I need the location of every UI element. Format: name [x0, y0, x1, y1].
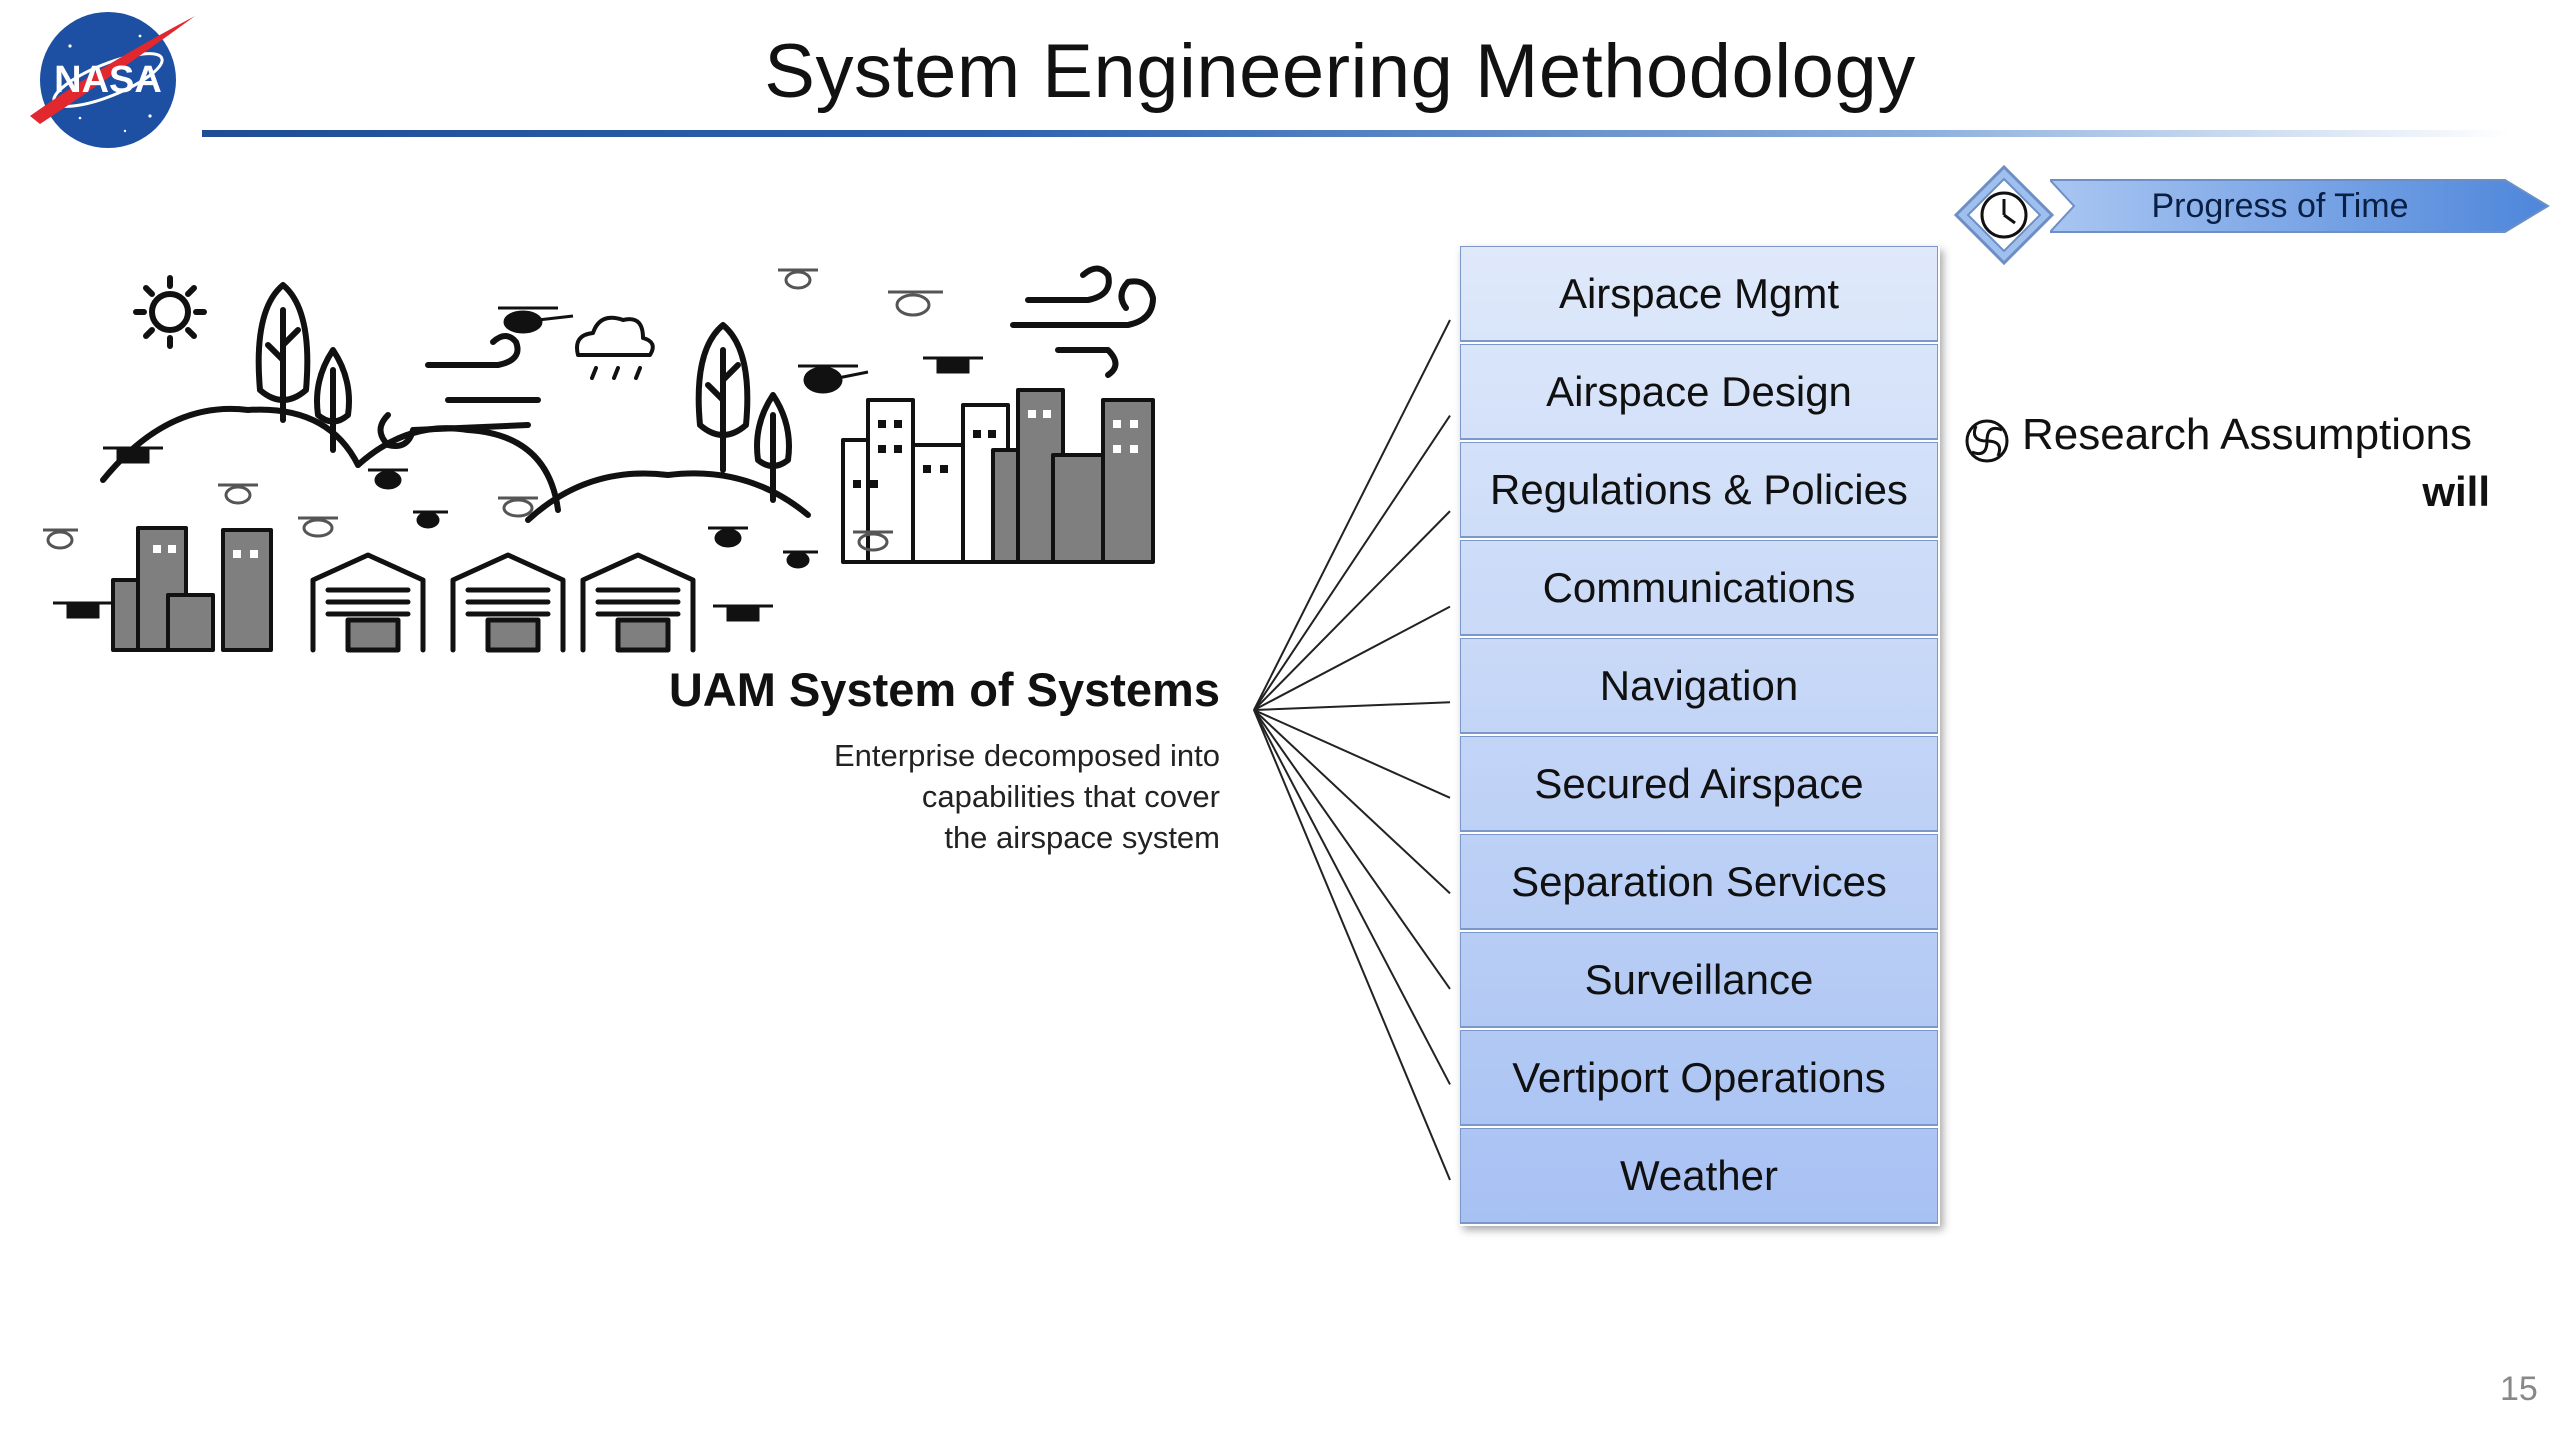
helicopter-icon: [43, 528, 78, 550]
helicopter-icon: [783, 550, 818, 569]
drone-icon: [713, 604, 773, 622]
system-description-line: capabilities that cover: [921, 779, 1220, 814]
helicopter-icon: [778, 268, 818, 290]
helicopter-icon: [368, 468, 408, 490]
research-assumptions-label: Research Assumptions: [2022, 410, 2472, 459]
tree-icon: [754, 392, 792, 503]
tree-icon: [255, 282, 311, 423]
clock-icon: [1953, 164, 2055, 266]
nasa-logo-text: NASA: [54, 59, 162, 101]
capability-box: Regulations & Policies: [1460, 442, 1938, 538]
capability-box: Secured Airspace: [1460, 736, 1938, 832]
helicopter-icon: [498, 306, 574, 334]
capability-box: Vertiport Operations: [1460, 1030, 1938, 1126]
decomposition-line: [1253, 709, 1451, 1085]
helicopter-icon: [413, 510, 448, 529]
sun-icon: [133, 275, 207, 349]
page-title: System Engineering Methodology: [764, 29, 1916, 114]
capability-box: Airspace Design: [1460, 344, 1938, 440]
drone-icon: [923, 356, 983, 374]
helicopter-icon: [888, 290, 943, 317]
research-assumptions-trailing-text: will: [2422, 468, 2490, 515]
drone-icon: [53, 601, 113, 619]
drone-icon: [298, 516, 338, 538]
decomposition-line: [1253, 701, 1451, 711]
drone-icon: [103, 446, 163, 464]
rain-cloud-icon: [575, 315, 655, 380]
nasa-logo: NASA: [30, 12, 195, 148]
decomposition-line: [1253, 605, 1451, 711]
building-icon: [841, 388, 1155, 564]
tree-icon: [695, 322, 751, 473]
page-number: 15: [2500, 1370, 2538, 1408]
building-icon: [111, 526, 273, 652]
wind-icon: [377, 265, 1156, 449]
helicopter-icon: [218, 483, 258, 505]
helicopter-icon: [708, 526, 748, 548]
progress-of-time-label: Progress of Time: [2151, 187, 2409, 225]
decomposition-line: [1253, 709, 1451, 990]
decomposition-line: [1253, 415, 1451, 711]
capability-box: Separation Services: [1460, 834, 1938, 930]
uam-city-illustration: [43, 265, 1156, 653]
capability-box: Airspace Mgmt: [1460, 246, 1938, 342]
capability-box: Weather: [1460, 1128, 1938, 1224]
capability-box: Communications: [1460, 540, 1938, 636]
decomposition-lines: [1253, 319, 1451, 1181]
warehouse-icon: [450, 552, 566, 653]
drone-icon: [853, 530, 893, 552]
decomposition-line: [1253, 709, 1451, 895]
capability-box: Navigation: [1460, 638, 1938, 734]
drone-icon: [498, 496, 538, 518]
swirl-icon: [1965, 419, 2009, 463]
system-description-line: the airspace system: [944, 820, 1220, 855]
system-of-systems-title: UAM System of Systems: [668, 663, 1220, 716]
decomposition-line: [1253, 510, 1451, 711]
warehouse-icon: [580, 552, 696, 653]
decomposition-line: [1253, 709, 1451, 1181]
decomposition-line: [1253, 709, 1451, 799]
system-description-line: Enterprise decomposed into: [833, 738, 1220, 773]
title-underline: [202, 130, 2510, 137]
capability-box: Surveillance: [1460, 932, 1938, 1028]
warehouse-icon: [310, 552, 426, 653]
decomposition-line: [1253, 319, 1451, 711]
progress-of-time-arrow: [2050, 179, 2550, 233]
tree-icon: [314, 347, 352, 453]
helicopter-icon: [798, 364, 869, 394]
